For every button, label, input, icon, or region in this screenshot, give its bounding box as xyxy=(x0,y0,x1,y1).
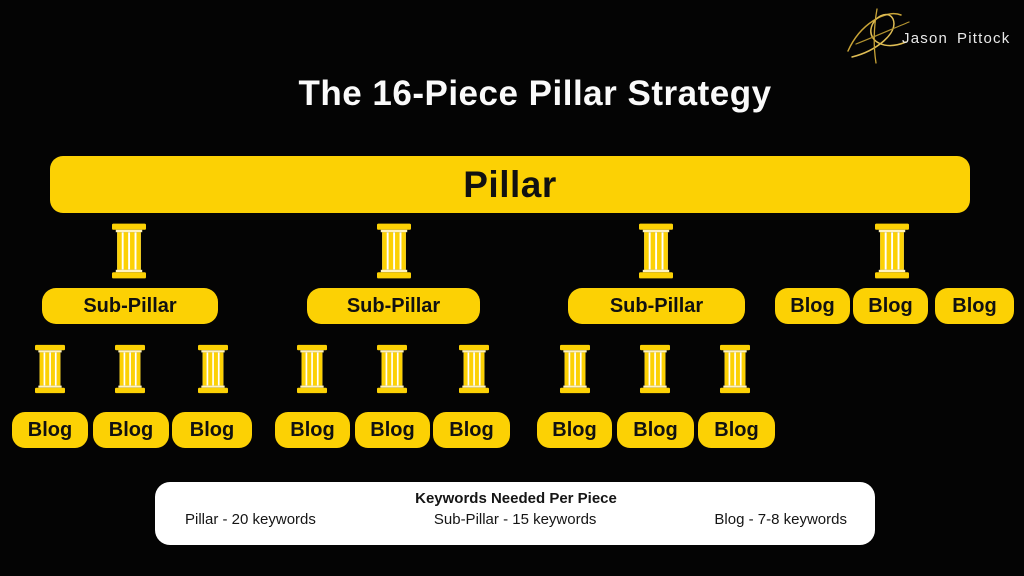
page-title: The 16-Piece Pillar Strategy xyxy=(298,74,772,113)
signature-icon xyxy=(847,8,910,64)
blog-node: Blog xyxy=(433,412,510,448)
column-icon xyxy=(297,340,327,398)
keywords-pillar: Pillar - 20 keywords xyxy=(185,511,316,528)
blog-node: Blog xyxy=(617,412,694,448)
blog-node: Blog xyxy=(935,288,1014,324)
blog-node: Blog xyxy=(275,412,350,448)
column-icon xyxy=(115,340,145,398)
column-icon xyxy=(560,340,590,398)
blog-node: Blog xyxy=(355,412,430,448)
brand-last-name: Pittock xyxy=(957,30,1011,47)
sub-pillar-node: Sub-Pillar xyxy=(307,288,480,324)
keywords-blog: Blog - 7-8 keywords xyxy=(714,511,847,528)
brand-first-name: Jason xyxy=(902,30,949,47)
column-icon xyxy=(875,222,909,280)
keywords-panel-title: Keywords Needed Per Piece xyxy=(415,490,617,507)
column-icon xyxy=(640,340,670,398)
blog-node: Blog xyxy=(775,288,850,324)
column-icon xyxy=(198,340,228,398)
column-icon xyxy=(112,222,146,280)
blog-node: Blog xyxy=(537,412,612,448)
blog-node: Blog xyxy=(12,412,88,448)
keywords-panel: Keywords Needed Per Piece Pillar - 20 ke… xyxy=(155,482,875,545)
sub-pillar-node: Sub-Pillar xyxy=(568,288,745,324)
column-icon xyxy=(459,340,489,398)
brand-logo: Jason Pittock xyxy=(840,4,1010,66)
pillar-node: Pillar xyxy=(50,156,970,213)
column-icon xyxy=(377,222,411,280)
column-icon xyxy=(720,340,750,398)
column-icon xyxy=(35,340,65,398)
column-icon xyxy=(377,340,407,398)
blog-node: Blog xyxy=(698,412,775,448)
blog-node: Blog xyxy=(93,412,169,448)
sub-pillar-node: Sub-Pillar xyxy=(42,288,218,324)
keywords-panel-row: Pillar - 20 keywords Sub-Pillar - 15 key… xyxy=(185,511,847,528)
column-icon xyxy=(639,222,673,280)
brand-name: Jason Pittock xyxy=(902,30,1010,47)
blog-node: Blog xyxy=(172,412,252,448)
keywords-sub-pillar: Sub-Pillar - 15 keywords xyxy=(433,511,597,528)
blog-node: Blog xyxy=(853,288,928,324)
